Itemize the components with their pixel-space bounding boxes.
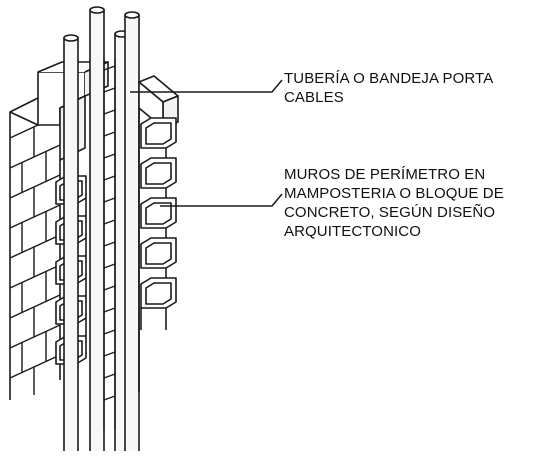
label-line: TUBERÍA O BANDEJA PORTA: [284, 70, 494, 87]
label-line: MUROS DE PERÍMETRO EN: [284, 166, 486, 183]
hollow-block: [140, 197, 177, 229]
pipe-right: [124, 11, 140, 453]
label-perimeter-walls: MUROS DE PERÍMETRO EN MAMPOSTERIA O BLOQ…: [284, 165, 504, 241]
leader-line-muros: [160, 193, 283, 207]
inner-brick-column: [103, 58, 116, 430]
brick-rows: [9, 124, 61, 395]
hollow-block: [140, 117, 177, 149]
label-line: CONCRETO, SEGÚN DISEÑO: [284, 204, 496, 221]
label-line: CABLES: [284, 89, 344, 106]
label-line: MAMPOSTERIA O BLOQUE DE: [284, 185, 504, 202]
leader-lines: [130, 79, 283, 207]
label-pipe-cable-tray: TUBERÍA O BANDEJA PORTA CABLES: [284, 69, 493, 107]
label-line: ARQUITECTONICO: [284, 223, 421, 240]
pipes: [63, 6, 140, 453]
leader-line-cables: [130, 79, 283, 93]
hollow-block: [140, 157, 177, 189]
right-masonry-wall: [138, 75, 179, 392]
right-wall-blocks: [140, 117, 177, 330]
hollow-block: [140, 277, 177, 309]
pipe-tall: [89, 6, 105, 453]
pipe-left: [63, 34, 79, 453]
hollow-block: [140, 237, 177, 269]
